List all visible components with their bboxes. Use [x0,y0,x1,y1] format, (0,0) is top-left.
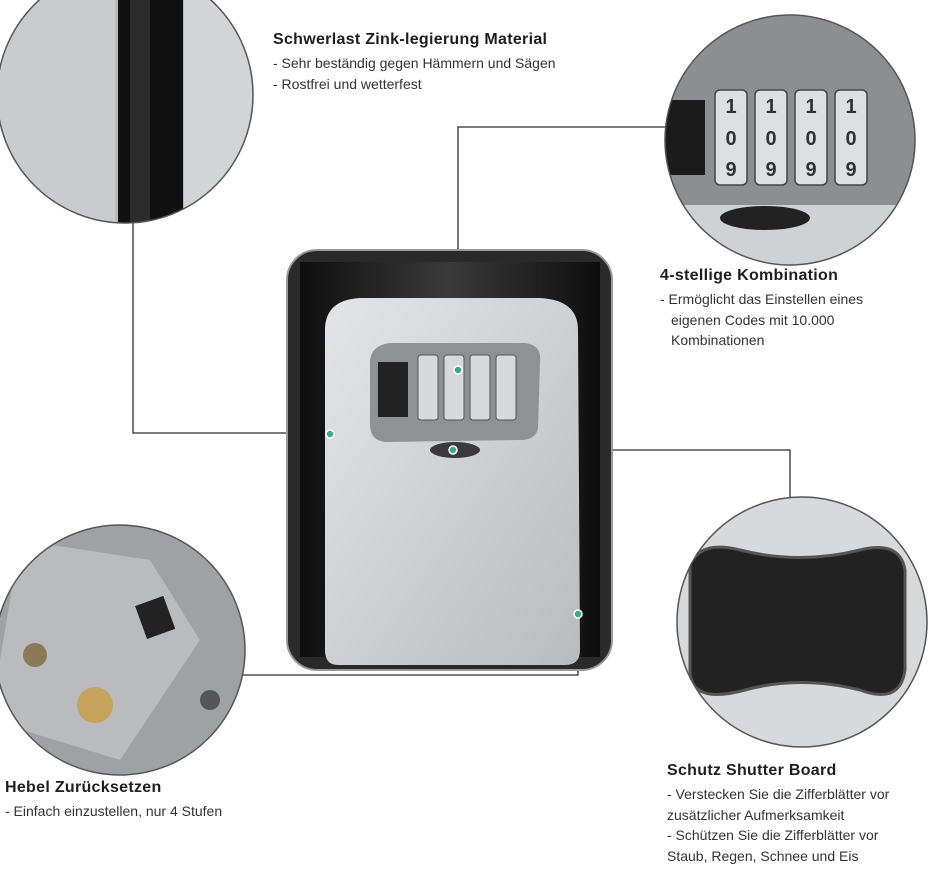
detail-circle-reset-lever [0,525,245,775]
svg-text:9: 9 [845,159,856,181]
svg-text:1: 1 [805,96,816,118]
svg-text:9: 9 [765,159,776,181]
feature-line: - Rostfrei und wetterfest [273,75,422,92]
feature-line: Kombinationen [671,332,765,348]
feature-line: - Ermöglicht das Einstellen eines [660,291,864,307]
svg-text:0: 0 [765,128,776,150]
feature-line: eigenen Codes mit 10.000 [671,311,835,328]
detail-circle-shutter [677,497,927,747]
detail-circle-combination: 1 1 1 1 0 0 0 0 9 9 9 9 [665,15,915,265]
feature-line: - Verstecken Sie die Zifferblätter vor [667,786,890,802]
svg-text:1: 1 [845,96,856,118]
feature-title: 4-stellige Kombination [660,267,839,284]
dial-wheels [417,354,517,421]
key-lockbox [286,249,613,671]
feature-shutter: Schutz Shutter Board - Verstecken Sie di… [667,762,889,866]
feature-title: Hebel Zurücksetzen [5,779,162,796]
feature-combination: 4-stellige Kombination - Ermöglicht das … [660,267,863,351]
svg-text:0: 0 [725,128,736,150]
marker-dots [325,365,583,619]
svg-text:0: 0 [845,128,856,150]
feature-line: zusätzlicher Aufmerksamkeit [667,806,845,823]
feature-reset-lever: Hebel Zurücksetzen - Einfach einzustelle… [5,779,222,822]
feature-title: Schwerlast Zink-legierung Material [273,31,548,48]
feature-material: Schwerlast Zink-legierung Material - Seh… [273,31,556,94]
feature-title: Schutz Shutter Board [667,762,837,779]
feature-line: - Schützen Sie die Zifferblätter vor [667,827,879,843]
svg-text:1: 1 [765,96,776,118]
feature-line: - Sehr beständig gegen Hämmern und Sägen [273,55,556,71]
svg-text:0: 0 [805,128,816,150]
svg-text:9: 9 [725,159,736,181]
detail-circle-material [0,0,253,223]
svg-text:9: 9 [805,159,816,181]
svg-text:1: 1 [725,96,736,118]
feature-line: Staub, Regen, Schnee und Eis [667,847,859,864]
feature-line: - Einfach einzustellen, nur 4 Stufen [5,803,223,819]
